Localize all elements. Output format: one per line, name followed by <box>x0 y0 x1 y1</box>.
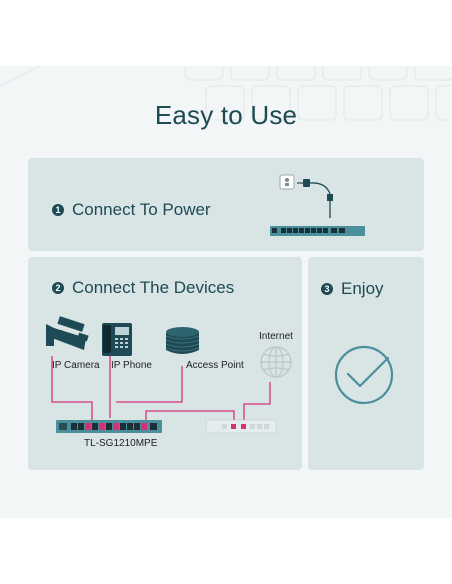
step-label: Enjoy <box>341 279 384 298</box>
step-connect-devices: 2 Connect The Devices <box>52 278 234 298</box>
keyboard-background <box>0 66 452 121</box>
step-number: 3 <box>321 283 333 295</box>
network-cables <box>51 356 271 422</box>
step-label: Connect To Power <box>72 200 211 219</box>
power-plug-icon <box>297 179 333 218</box>
page-title: Easy to Use <box>154 100 298 130</box>
step-enjoy: 3 Enjoy <box>321 279 384 299</box>
poe-switch <box>56 420 162 433</box>
step-number: 1 <box>52 204 64 216</box>
access-point-label: Access Point <box>186 360 244 371</box>
step-connect-power: 1 Connect To Power <box>52 200 211 220</box>
router <box>205 419 277 434</box>
infographic-canvas: Easy to Use 1 Connect To Power 2 Connect… <box>0 66 452 518</box>
power-outlet-icon <box>279 174 295 190</box>
power-switch <box>270 226 365 236</box>
ip-phone-label: IP Phone <box>111 360 152 371</box>
globe-icon <box>260 346 292 378</box>
switch-model-label: TL-SG1210MPE <box>84 438 158 449</box>
internet-label: Internet <box>259 331 293 342</box>
access-point-icon <box>165 327 200 354</box>
checkmark-badge-icon <box>334 345 394 405</box>
ip-camera-icon <box>46 316 89 350</box>
ip-phone-icon <box>102 323 132 356</box>
ip-camera-label: IP Camera <box>52 360 100 371</box>
step-label: Connect The Devices <box>72 278 235 297</box>
step-number: 2 <box>52 282 64 294</box>
diagram-art <box>46 174 394 434</box>
devices-panel <box>28 257 302 470</box>
